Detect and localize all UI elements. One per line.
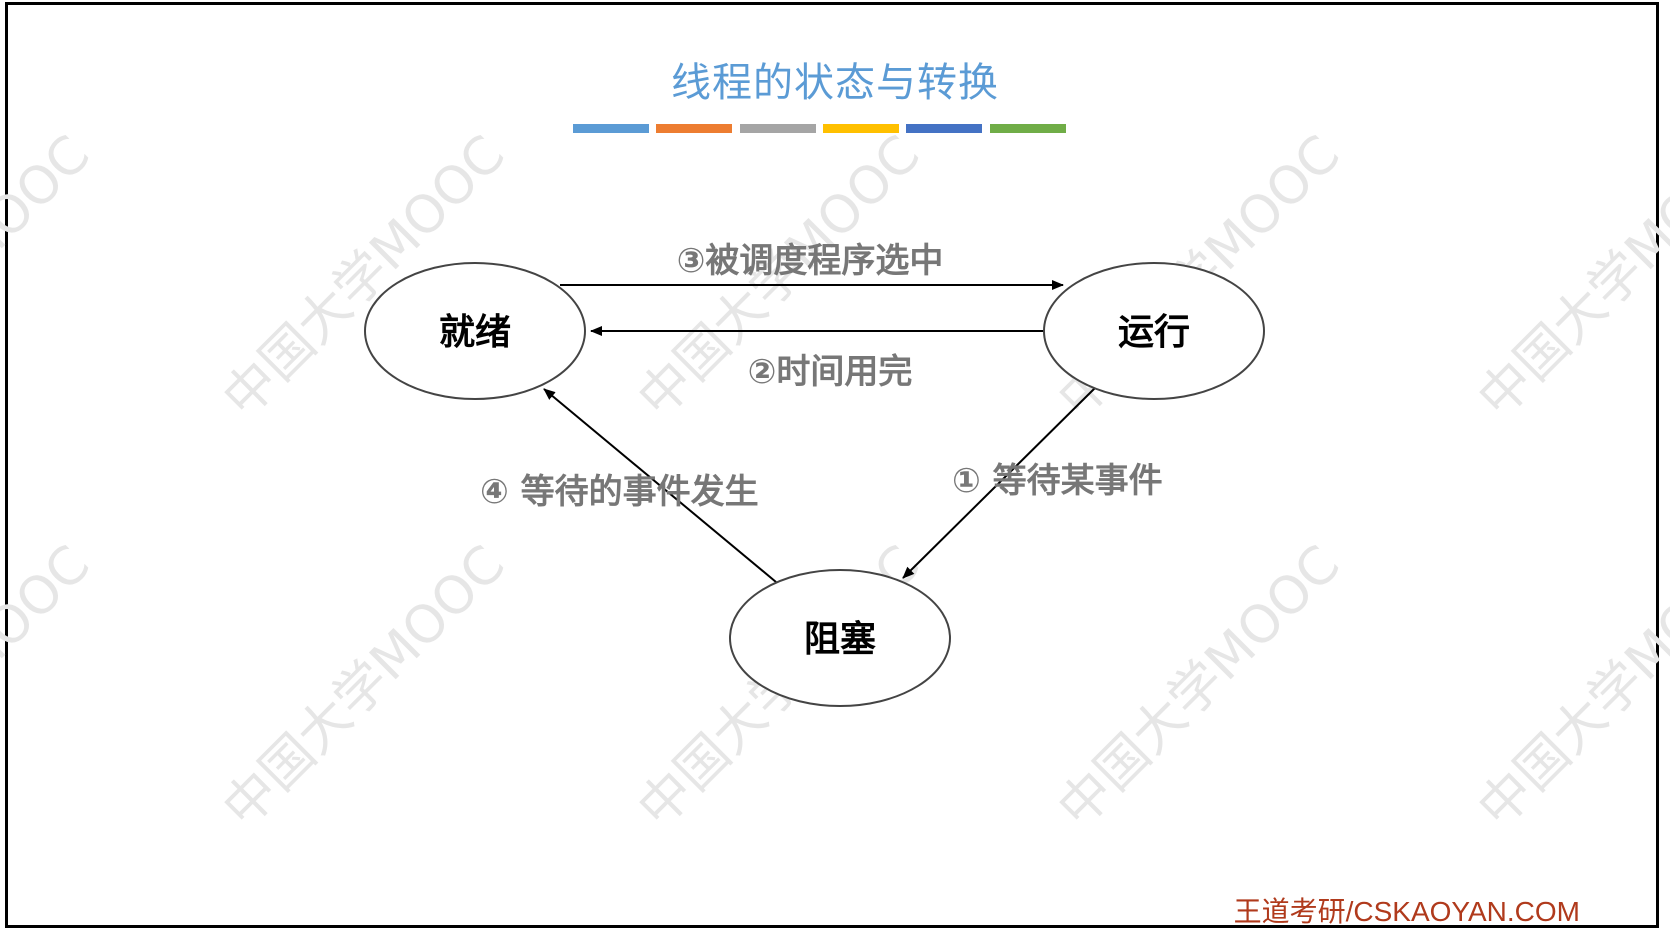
title-bar-2 [656, 124, 732, 133]
node-running [1043, 262, 1265, 400]
edge-label-scheduled: ③被调度程序选中 [677, 241, 944, 281]
title-bar-1 [573, 124, 649, 133]
watermark-10: 中国大学MOOC [0, 534, 102, 839]
title-bar-3 [740, 124, 816, 133]
edge-label-event-occurs: ④ 等待的事件发生 [480, 472, 759, 512]
footer-brand: 王道考研/CSKAOYAN.COM [1233, 896, 1580, 927]
watermark-5: 中国大学MOOC [0, 124, 102, 429]
edge-label-wait-event: ① 等待某事件 [952, 461, 1163, 501]
slide-title: 线程的状态与转换 [671, 60, 999, 106]
node-running-label: 运行 [1118, 312, 1190, 353]
node-blocked [729, 569, 951, 707]
node-ready [364, 262, 586, 400]
title-bar-6 [990, 124, 1066, 133]
edge-running-to-blocked [902, 387, 1096, 579]
edge-blocked-to-ready [543, 388, 777, 583]
title-bar-5 [906, 124, 982, 133]
watermark-layer: 中国大学MOOC 中国大学MOOC 中国大学MOOC 中国大学MOOC 中国大学… [0, 124, 1670, 839]
node-blocked-label: 阻塞 [804, 619, 876, 660]
title-bar-4 [823, 124, 899, 133]
watermark-8: 中国大学MOOC [1047, 534, 1352, 839]
slide-frame [5, 2, 1659, 928]
edge-label-timeout: ②时间用完 [748, 352, 913, 392]
watermark-4: 中国大学MOOC [1467, 124, 1670, 429]
watermark-6: 中国大学MOOC [212, 534, 517, 839]
node-ready-label: 就绪 [439, 312, 511, 353]
watermark-9: 中国大学MOOC [1467, 534, 1670, 839]
